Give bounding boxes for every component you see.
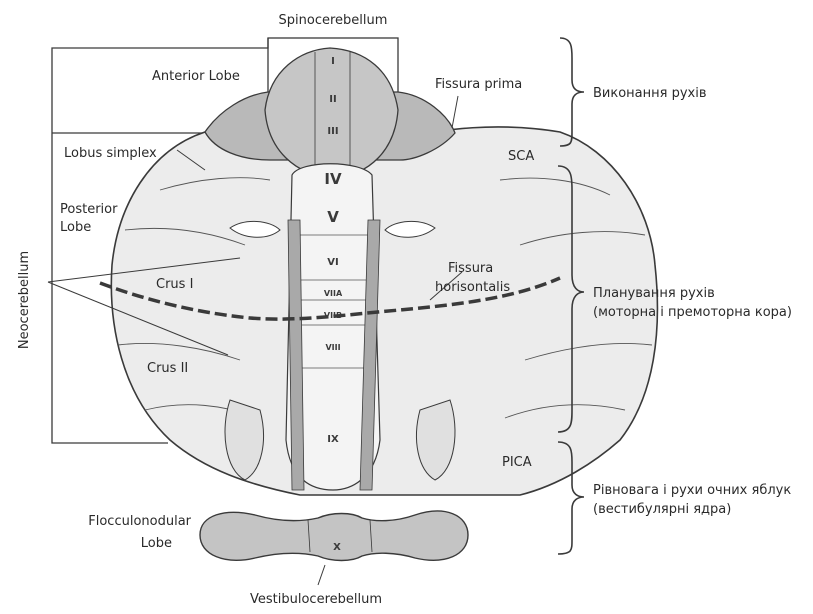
- function-planning-label-2: (моторна і премоторна кора): [593, 305, 792, 320]
- lobule-vi-label: VI: [327, 257, 338, 268]
- lobule-ii-label: II: [329, 94, 336, 105]
- brace-execution: [560, 38, 584, 146]
- flocculonodular-label-1: Flocculonodular: [88, 514, 191, 529]
- fissura-horisontalis-label-1: Fissura: [448, 261, 493, 276]
- function-execution-label: Виконання рухів: [593, 86, 707, 101]
- lobule-iii-label: III: [327, 126, 338, 137]
- function-planning-label-1: Планування рухів: [593, 286, 715, 301]
- fissura-horisontalis-label-2: horisontalis: [435, 280, 510, 295]
- lobule-ix-label: IX: [327, 434, 339, 445]
- spinocerebellum-label: Spinocerebellum: [279, 13, 388, 28]
- flocculonodular-lobe-shape: [200, 511, 468, 560]
- lobule-v-label: V: [327, 208, 339, 226]
- lobule-x-label: X: [333, 542, 341, 553]
- vestibulocerebellum-label: Vestibulocerebellum: [250, 592, 382, 607]
- crus-ii-label: Crus II: [147, 361, 188, 376]
- leader-vestibulocerebellum: [318, 565, 325, 585]
- sca-label: SCA: [508, 149, 534, 164]
- posterior-lobe-label-1: Posterior: [60, 202, 118, 217]
- function-balance-label-1: Рівновага і рухи очних яблук: [593, 483, 791, 498]
- anterior-lobe-label: Anterior Lobe: [152, 69, 240, 84]
- crus-i-label: Crus I: [156, 277, 193, 292]
- function-balance-label-2: (вестибулярні ядра): [593, 502, 731, 517]
- lobule-viia-label: VIIA: [324, 289, 343, 298]
- pica-label: PICA: [502, 455, 532, 470]
- lobule-viib-label: VIIB: [324, 311, 342, 320]
- posterior-lobe-label-2: Lobe: [60, 220, 91, 235]
- lobule-i-label: I: [331, 56, 335, 67]
- fissura-prima-label: Fissura prima: [435, 77, 522, 92]
- lobule-iv-label: IV: [324, 170, 342, 188]
- flocculonodular-label-2: Lobe: [141, 536, 172, 551]
- lobus-simplex-label: Lobus simplex: [64, 146, 157, 161]
- leader-fissura-prima: [452, 96, 458, 128]
- lobule-viii-label: VIII: [325, 343, 340, 352]
- neocerebellum-label: Neocerebellum: [17, 251, 32, 349]
